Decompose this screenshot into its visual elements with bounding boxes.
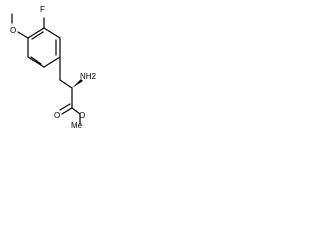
ester-methyl-label: Me — [71, 121, 83, 130]
chain-bond — [59, 79, 73, 89]
stereo-wedge-bond — [72, 79, 83, 88]
carbonyl-oxygen-label: O — [54, 111, 60, 120]
ring-bond-6 — [27, 27, 45, 39]
aromatic-inner-bond-2 — [30, 56, 42, 65]
carbonyl-bond-inner — [59, 103, 71, 111]
fluorine-label: F — [40, 5, 45, 14]
methoxy-oxygen-bond — [17, 31, 29, 39]
ring-bond-1 — [43, 27, 61, 39]
ester-oxygen-label: O — [79, 111, 85, 120]
methoxy-oxygen-label: O — [10, 26, 16, 35]
amine-label: NH2 — [80, 72, 96, 81]
carbonyl-bond-outer — [61, 107, 73, 115]
ester-single-bond — [71, 107, 81, 115]
molecule-structure-diagram: F O NH2 O O Me — [10, 5, 96, 130]
aromatic-inner-bond-3 — [31, 31, 44, 40]
ring-bond-4 — [27, 56, 45, 68]
ring-bond-3 — [43, 56, 61, 68]
